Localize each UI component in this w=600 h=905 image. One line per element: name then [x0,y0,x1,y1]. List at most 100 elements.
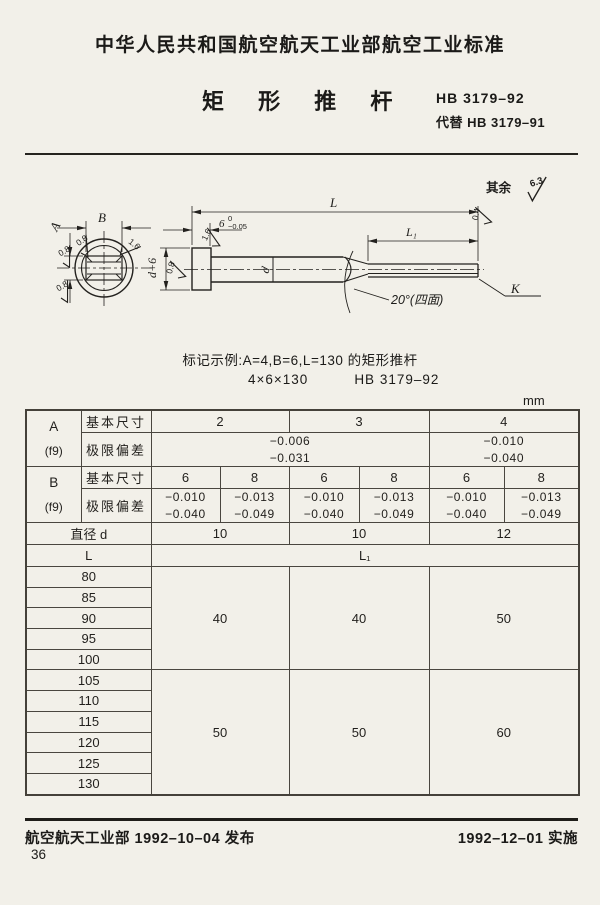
L-value: 120 [25,731,152,754]
L-value: 125 [25,752,152,774]
page-number: 36 [31,847,47,862]
table-cell: 2 [150,409,290,433]
table-cell: 8 [358,466,430,489]
tolerance-upper: −0.013 [234,490,275,505]
table-row: 130 [25,772,579,796]
designation-example-line2: 4×6×130 HB 3179–92 [248,372,439,387]
table-row: 80 40 40 50 [25,565,580,671]
rod-head [191,247,212,291]
table-cell: 8 [219,466,290,489]
deviation-label: 极限偏差 [80,432,152,467]
tolerance-upper: −0.010 [303,490,345,505]
row-label-A: A (f9) [25,409,82,467]
table-cell: −0.006 −0.031 [150,432,430,467]
L-value: 110 [25,690,152,712]
basic-size-label: 基本尺寸 [80,466,152,489]
L1-value: 60 [428,669,580,796]
table-cell: −0.010 −0.040 [150,488,221,523]
L1-value: 40 [288,565,430,671]
table-cell: −0.010 −0.040 [428,488,505,523]
tolerance-lower: −0.049 [234,506,275,521]
unit-label: mm [523,393,545,408]
L-header: L [25,544,152,567]
roughness-end-bottom: 0.8 [54,278,78,305]
label-L: L [329,195,337,210]
L-value: 105 [25,669,152,692]
roughness-head: 0.8 [164,260,190,281]
dimension-head-length [163,223,242,246]
tolerance-upper: −0.013 [520,490,562,505]
svg-text:1.6: 1.6 [127,236,143,251]
table-cell: 6 [288,466,360,489]
footer-rule [25,818,578,821]
header-rule [25,153,578,155]
standard-number: HB 3179–92 [436,90,525,106]
table-row: A (f9) 基本尺寸 2 3 4 [25,409,580,467]
tolerance-upper: −0.010 [483,434,525,449]
dimension-d6 [160,247,190,291]
L-value: 85 [25,586,152,609]
head-length-tol-upper: 0 [228,214,232,223]
dimension-table: A (f9) 基本尺寸 2 3 4 极限偏差 −0.006 −0.031 −0.… [25,409,581,796]
table-cell: 4 [428,409,580,433]
tolerance-upper: −0.010 [165,490,206,505]
end-view-centerlines [57,231,152,306]
tolerance-upper: −0.006 [269,434,311,449]
table-cell: 6 [428,466,505,489]
tolerance-lower: −0.040 [483,450,525,465]
tolerance-lower: −0.049 [520,506,562,521]
table-cell: 8 [503,466,580,489]
rest-label: 其余 [486,180,512,195]
table-cell: −0.013 −0.049 [358,488,430,523]
diameter-label: 直径 d [25,522,152,545]
L-value: 100 [25,648,152,671]
label-d: d [258,264,273,275]
table-cell: −0.010 −0.040 [288,488,360,523]
tolerance-upper: −0.010 [446,490,487,505]
L-value: 130 [25,772,152,796]
label-B: B [98,210,106,225]
footer-issue-date: 航空航天工业部 1992–10–04 发布 [25,831,255,847]
tolerance-lower: −0.049 [373,506,415,521]
table-cell: 3 [288,409,430,433]
table-cell: 10 [288,522,430,545]
table-cell: −0.010 −0.040 [428,432,580,467]
roughness-head-top: 1.6 [199,227,226,250]
replaces-note: 代替 HB 3179–91 [436,115,546,130]
roughness-tip: 0.4 [470,206,495,227]
table-row: 极限偏差 −0.010 −0.040 −0.013 −0.049 −0.010 … [26,488,580,523]
table-cell: −0.013 −0.049 [503,488,580,523]
dimension-L [191,206,479,261]
svg-text:0.4: 0.4 [470,207,482,221]
leader-angle [353,288,390,301]
tolerance-lower: −0.040 [165,506,206,521]
label-A-fit: (f9) [44,443,63,458]
label-L1: L₁ [405,225,417,239]
label-K: K [510,281,521,296]
L-value: 80 [25,566,152,588]
L1-value: 50 [288,669,430,796]
table-cell: 12 [428,522,580,545]
label-B-fit: (f9) [44,499,63,514]
head-length-tol-lower: −0.05 [228,222,247,231]
table-row: B (f9) 基本尺寸 6 8 6 8 6 8 [25,466,580,523]
label-A: A [46,219,63,234]
svg-text:1.6: 1.6 [199,227,213,242]
leader-K [478,278,541,297]
svg-text:0.8: 0.8 [164,261,177,275]
basic-size-label: 基本尺寸 [80,409,152,433]
L1-value: 50 [150,669,290,796]
table-row: L L₁ [25,544,580,567]
row-label-B: B (f9) [25,466,82,523]
head-length-value: 6 [219,218,225,230]
table-row: 105 50 50 60 [25,669,580,796]
rest-value: 6.3 [529,175,545,190]
side-view: L L₁ 6 0 −0.05 [145,195,541,314]
footer-effective-date: 1992–12–01 实施 [457,831,578,847]
table-row: 极限偏差 −0.006 −0.031 −0.010 −0.040 [26,432,580,467]
L-value: 90 [25,607,152,630]
designation-std: HB 3179–92 [354,372,440,387]
rod-tip [368,263,479,278]
table-cell: 6 [150,466,221,489]
